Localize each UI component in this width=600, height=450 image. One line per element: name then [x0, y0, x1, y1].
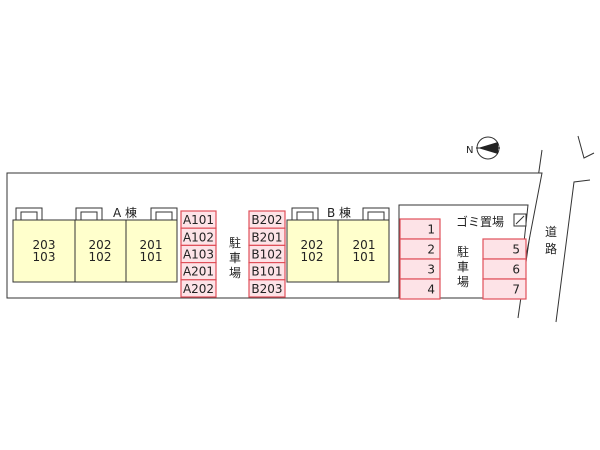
- unit-number: 103: [33, 250, 56, 264]
- parking-east: 1 2 3 4 5 6 7 駐 車 場: [399, 218, 527, 300]
- parking-stall-label: 3: [427, 263, 435, 277]
- parking-stall-label: 6: [512, 263, 520, 277]
- road-label-2: 路: [545, 241, 557, 256]
- balcony-icon: [291, 207, 319, 221]
- parking-stall-label: A201: [183, 265, 214, 279]
- balcony-icon: [150, 207, 178, 221]
- balcony-icon: [75, 207, 103, 221]
- unit-number: 201: [353, 238, 376, 252]
- parking-east-label-2: 車: [457, 260, 469, 274]
- unit-a-1: [12, 219, 76, 283]
- garbage-area-label: ゴミ置場: [456, 214, 504, 229]
- balcony-icon: [15, 207, 43, 221]
- balcony-icon: [362, 207, 390, 221]
- unit-number: 102: [301, 250, 324, 264]
- parking-stall-label: B101: [251, 265, 282, 279]
- parking-stall-label: A103: [183, 248, 214, 262]
- parking-stall-label: B203: [251, 282, 282, 296]
- north-compass-icon: N: [466, 136, 500, 160]
- building-a: A 棟 203 103 202 102 201 101: [12, 205, 178, 283]
- parking-stall-label: 1: [427, 223, 435, 237]
- parking-stall-label: 4: [427, 283, 435, 297]
- parking-stall-label: B102: [251, 248, 282, 262]
- parking-stall-label: B201: [251, 230, 282, 244]
- parking-stall-label: A102: [183, 230, 214, 244]
- parking-center-label-2: 車: [229, 251, 241, 265]
- parking-stall-label: 5: [512, 243, 520, 257]
- parking-center-label-1: 駐: [229, 235, 241, 250]
- parking-stall-label: A202: [183, 282, 214, 296]
- unit-number: 202: [301, 238, 324, 252]
- road-label-1: 道: [545, 225, 557, 239]
- road-edge-right: [555, 135, 595, 323]
- unit-a-3: [125, 219, 178, 283]
- parking-stall: [399, 278, 441, 300]
- parking-east-label-1: 駐: [457, 244, 469, 259]
- unit-number: 201: [140, 238, 163, 252]
- parking-stall: [180, 279, 217, 298]
- unit-number: 202: [89, 238, 112, 252]
- parking-stall-label: 7: [512, 283, 520, 297]
- parking-stall-label: B202: [251, 213, 282, 227]
- parking-stall: [248, 279, 286, 298]
- unit-number: 102: [89, 250, 112, 264]
- compass-letter: N: [466, 145, 473, 156]
- unit-a-2: [74, 219, 127, 283]
- parking-stall-label: 2: [427, 243, 435, 257]
- parking-stall-label: A101: [183, 213, 214, 227]
- parking-east-label-3: 場: [457, 275, 469, 289]
- unit-number: 101: [353, 250, 376, 264]
- unit-b-2: [337, 219, 390, 283]
- unit-b-1: [286, 219, 339, 283]
- unit-number: 101: [140, 250, 163, 264]
- building-b: B 棟 202 102 201 101: [286, 205, 390, 283]
- unit-number: 203: [33, 238, 56, 252]
- building-b-label: B 棟: [327, 205, 351, 220]
- parking-center-label-3: 場: [229, 266, 241, 280]
- building-a-label: A 棟: [113, 205, 137, 220]
- parking-stall: [482, 278, 527, 300]
